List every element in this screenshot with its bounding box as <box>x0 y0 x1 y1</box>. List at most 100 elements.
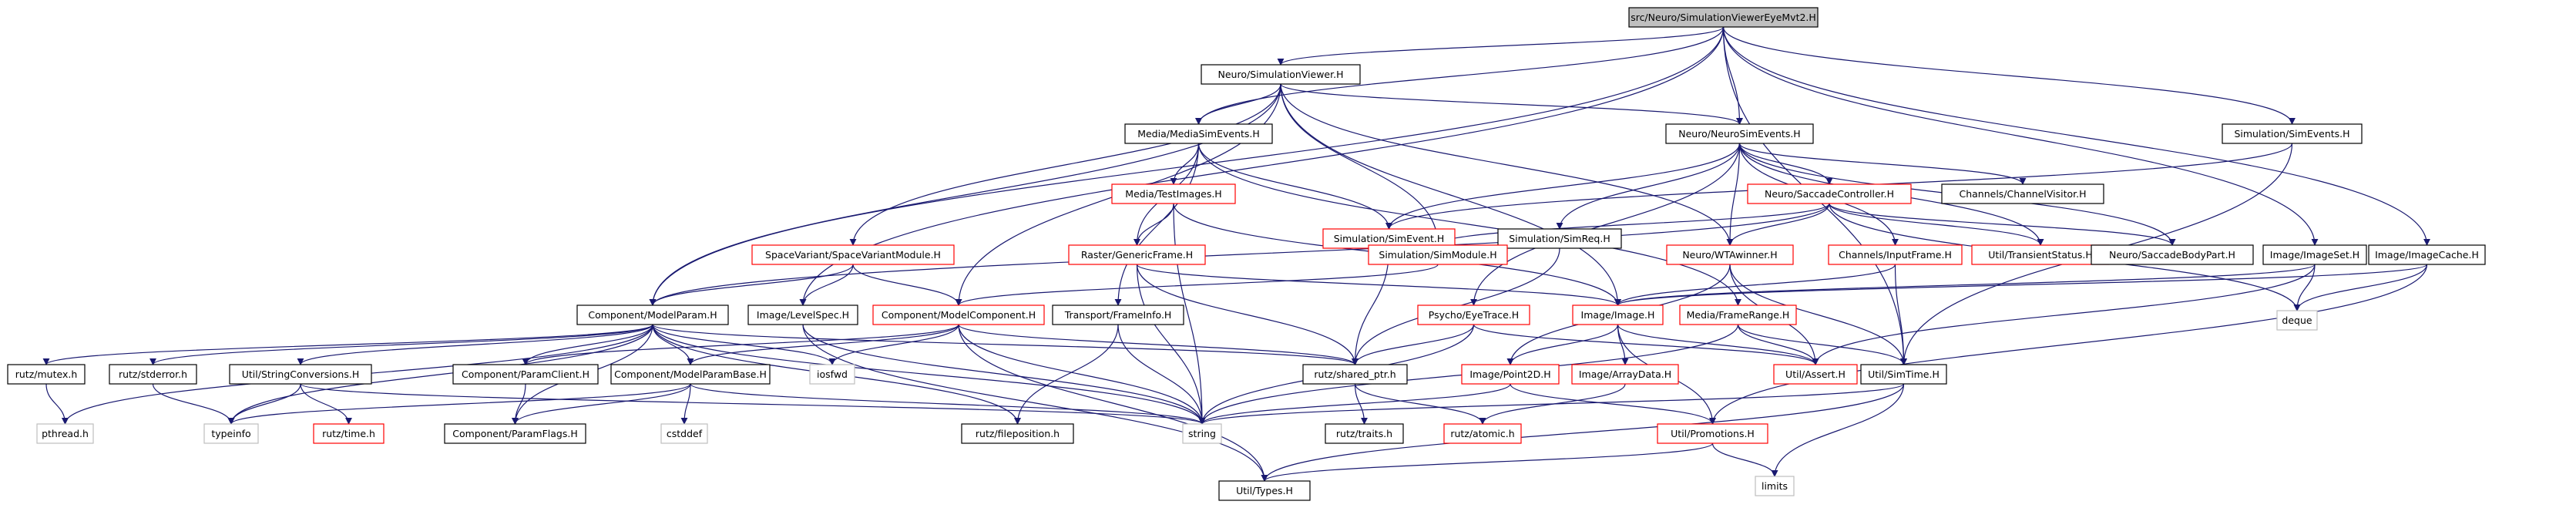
edge-modelparambase-to-typeinfo <box>227 383 691 425</box>
node-neurosimevents[interactable]: Neuro/NeuroSimEvents.H <box>1665 123 1814 144</box>
node-box-simsimevents <box>2222 123 2363 144</box>
node-box-frameinfo <box>1052 304 1184 325</box>
node-box-neurosimevents <box>1665 123 1814 144</box>
edge-eyetrace-to-sharedptr <box>1352 324 1475 365</box>
node-label-simsimevents: Simulation/SimEvents.H <box>2234 128 2349 140</box>
edge-simmodule-to-modelcomponent <box>955 264 1439 306</box>
node-rutztime[interactable]: rutz/time.h <box>313 423 385 444</box>
edge-levelspec-to-string <box>802 324 1206 425</box>
node-wtawinner[interactable]: Neuro/WTAwinner.H <box>1666 244 1794 265</box>
edge-simviewer-to-wtawinner <box>1280 83 1734 246</box>
node-mediasimevents[interactable]: Media/MediaSimEvents.H <box>1124 123 1273 144</box>
node-label-types: Util/Types.H <box>1236 485 1293 496</box>
node-assert[interactable]: Util/Assert.H <box>1773 364 1858 385</box>
node-atomic[interactable]: rutz/atomic.h <box>1443 423 1522 444</box>
node-simviewer[interactable]: Neuro/SimulationViewer.H <box>1201 64 1361 85</box>
node-frameinfo[interactable]: Transport/FrameInfo.H <box>1052 304 1184 325</box>
edge-root-to-simsimevents <box>1722 26 2296 125</box>
node-pthread: pthread.h <box>36 423 94 444</box>
node-types[interactable]: Util/Types.H <box>1218 480 1311 501</box>
edge-modelparambase-to-paramflags <box>512 383 691 425</box>
edge-mediasimevents-to-framerange <box>1197 143 1741 306</box>
node-box-cstddef <box>660 423 708 444</box>
node-modelcomponent[interactable]: Component/ModelComponent.H <box>872 304 1045 325</box>
node-box-imageset <box>2262 244 2367 265</box>
edge-imagecache-to-deque <box>2293 264 2428 311</box>
node-transientstatus[interactable]: Util/TransientStatus.H <box>1971 244 2110 265</box>
edge-modelparambase-to-string <box>690 383 1206 425</box>
node-box-mediasimevents <box>1124 123 1273 144</box>
node-label-typeinfo: typeinfo <box>211 428 250 439</box>
edge-framerange-to-simtime <box>1737 324 1907 365</box>
node-box-channelvisitor <box>1941 183 2104 204</box>
node-stringconv[interactable]: Util/StringConversions.H <box>229 364 372 385</box>
node-genericframe[interactable]: Raster/GenericFrame.H <box>1068 244 1206 265</box>
edge-modelcomponent-to-string <box>958 324 1206 425</box>
node-box-modelparam <box>576 304 729 325</box>
node-box-simmodule <box>1368 244 1508 265</box>
node-promotions[interactable]: Util/Promotions.H <box>1657 423 1768 444</box>
edge-mutex-to-pthread <box>45 383 69 425</box>
edge-genericframe-to-string <box>1136 264 1206 425</box>
node-levelspec[interactable]: Image/LevelSpec.H <box>747 304 858 325</box>
node-box-types <box>1218 480 1311 501</box>
node-label-transientstatus: Util/TransientStatus.H <box>1988 249 2092 261</box>
node-box-saccadectrl <box>1747 183 1912 204</box>
node-label-framerange: Media/FrameRange.H <box>1687 309 1790 321</box>
edge-modelcomponent-to-sharedptr <box>958 324 1359 365</box>
node-point2d[interactable]: Image/Point2D.H <box>1461 364 1560 385</box>
node-simsimevents[interactable]: Simulation/SimEvents.H <box>2222 123 2363 144</box>
header-nodes: src/Neuro/SimulationViewerEyeMvt2.HNeuro… <box>7 7 2486 501</box>
node-simreq[interactable]: Simulation/SimReq.H <box>1497 228 1622 249</box>
node-eyetrace[interactable]: Psycho/EyeTrace.H <box>1417 304 1530 325</box>
node-label-deque: deque <box>2282 315 2312 326</box>
node-channelvisitor[interactable]: Channels/ChannelVisitor.H <box>1941 183 2104 204</box>
edge-modelparambase-to-cstddef <box>680 383 691 425</box>
edge-wtawinner-to-simtime <box>1729 264 1907 365</box>
node-mutex[interactable]: rutz/mutex.h <box>7 364 86 385</box>
edge-saccadectrl-to-wtawinner <box>1726 203 1830 246</box>
edge-simviewer-to-mediasimevents <box>1195 83 1281 125</box>
node-inputframe[interactable]: Channels/InputFrame.H <box>1828 244 1963 265</box>
node-label-promotions: Util/Promotions.H <box>1671 428 1755 439</box>
node-arraydata[interactable]: Image/ArrayData.H <box>1571 364 1679 385</box>
node-label-eyetrace: Psycho/EyeTrace.H <box>1429 309 1519 321</box>
node-modelparambase[interactable]: Component/ModelParamBase.H <box>610 364 771 385</box>
node-label-simviewer: Neuro/SimulationViewer.H <box>1218 69 1344 80</box>
node-saccadebodypart[interactable]: Neuro/SaccadeBodyPart.H <box>2091 244 2254 265</box>
node-framerange[interactable]: Media/FrameRange.H <box>1679 304 1797 325</box>
node-paramflags[interactable]: Component/ParamFlags.H <box>444 423 586 444</box>
node-paramclient[interactable]: Component/ParamClient.H <box>452 364 599 385</box>
node-saccadectrl[interactable]: Neuro/SaccadeController.H <box>1747 183 1912 204</box>
edge-modelcomponent-to-types <box>958 324 1268 482</box>
node-imageset[interactable]: Image/ImageSet.H <box>2262 244 2367 265</box>
node-traits[interactable]: rutz/traits.h <box>1325 423 1404 444</box>
node-imagecache[interactable]: Image/ImageCache.H <box>2368 244 2486 265</box>
node-label-genericframe: Raster/GenericFrame.H <box>1081 249 1193 261</box>
edge-neurosimevents-to-wtawinner <box>1726 143 1741 246</box>
node-label-inputframe: Channels/InputFrame.H <box>1839 249 1952 261</box>
node-modelparam[interactable]: Component/ModelParam.H <box>576 304 729 325</box>
node-fileposition[interactable]: rutz/fileposition.h <box>961 423 1074 444</box>
node-box-paramclient <box>452 364 599 385</box>
node-stderror[interactable]: rutz/stderror.h <box>109 364 197 385</box>
node-label-levelspec: Image/LevelSpec.H <box>757 309 849 321</box>
node-image[interactable]: Image/Image.H <box>1572 304 1664 325</box>
edge-neurosimevents-to-simreq <box>1556 143 1741 230</box>
edge-stringconv-to-typeinfo <box>227 383 301 425</box>
edge-imagecache-to-image <box>1614 264 2428 306</box>
edge-modelparam-to-stderror <box>149 324 653 365</box>
node-spacevariant[interactable]: SpaceVariant/SpaceVariantModule.H <box>751 244 955 265</box>
node-box-fileposition <box>961 423 1074 444</box>
edge-modelcomponent-to-iosfwd <box>828 324 959 365</box>
node-typeinfo: typeinfo <box>203 423 259 444</box>
node-simmodule[interactable]: Simulation/SimModule.H <box>1368 244 1508 265</box>
node-sharedptr[interactable]: rutz/shared_ptr.h <box>1302 364 1408 385</box>
node-simtime[interactable]: Util/SimTime.H <box>1860 364 1947 385</box>
edge-promotions-to-limits <box>1711 442 1778 477</box>
node-testimages[interactable]: Media/TestImages.H <box>1111 183 1236 204</box>
edge-simviewer-to-spacevariant <box>849 83 1281 246</box>
node-label-limits: limits <box>1762 480 1788 492</box>
node-label-rutztime: rutz/time.h <box>322 428 375 439</box>
edge-modelparam-to-stringconv <box>297 324 653 365</box>
